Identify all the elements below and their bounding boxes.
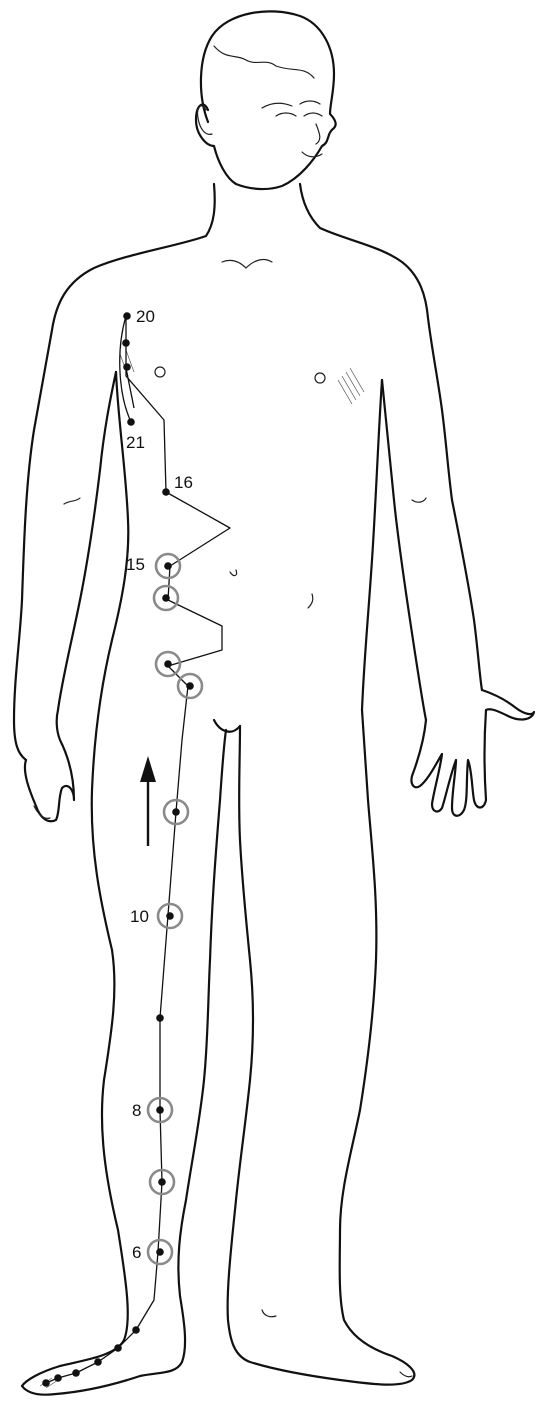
acupoint-dot bbox=[156, 1014, 164, 1022]
acupoint-dot bbox=[158, 1178, 166, 1186]
right-leg bbox=[228, 710, 415, 1385]
acupoint-dot bbox=[132, 1326, 140, 1334]
acupoint-dot bbox=[122, 339, 130, 347]
meridian-main-path bbox=[46, 316, 230, 1383]
torso-left bbox=[14, 184, 215, 760]
label-point-15: 15 bbox=[126, 555, 145, 574]
acupoint-dot bbox=[172, 808, 180, 816]
acupoint-dot bbox=[54, 1374, 62, 1382]
label-point-10: 10 bbox=[130, 907, 149, 926]
acupoint-dot bbox=[94, 1358, 102, 1366]
acupoint-dot bbox=[164, 562, 172, 570]
torso-right bbox=[300, 184, 482, 690]
acupoint-dot bbox=[164, 660, 172, 668]
acupoint-dot bbox=[186, 682, 194, 690]
acupoint-dot bbox=[72, 1369, 80, 1377]
acupoint-dot bbox=[42, 1379, 50, 1387]
label-point-6: 6 bbox=[132, 1243, 141, 1262]
direction-arrow-icon bbox=[140, 756, 156, 846]
left-hand bbox=[25, 710, 74, 821]
head-outline bbox=[196, 11, 336, 189]
acupoint-dot bbox=[156, 1248, 164, 1256]
left-leg bbox=[22, 372, 226, 1395]
acupoint-dot bbox=[162, 594, 170, 602]
acupoint-dot bbox=[156, 1106, 164, 1114]
acupoint-dot bbox=[123, 363, 131, 371]
label-point-20: 20 bbox=[136, 307, 155, 326]
body-outline bbox=[14, 11, 534, 1394]
right-hand bbox=[411, 690, 534, 816]
label-point-8: 8 bbox=[132, 1101, 141, 1120]
acupoint-dot bbox=[114, 1344, 122, 1352]
acupoint-dot bbox=[123, 312, 131, 320]
label-point-16: 16 bbox=[174, 473, 193, 492]
acupoint-dot bbox=[166, 912, 174, 920]
meridian-line bbox=[46, 316, 230, 1383]
label-point-21: 21 bbox=[126, 433, 145, 452]
acupoint-dot bbox=[127, 418, 135, 426]
point-labels: 20 21 16 15 10 8 6 bbox=[126, 307, 193, 1262]
acupoint-dot bbox=[162, 488, 170, 496]
